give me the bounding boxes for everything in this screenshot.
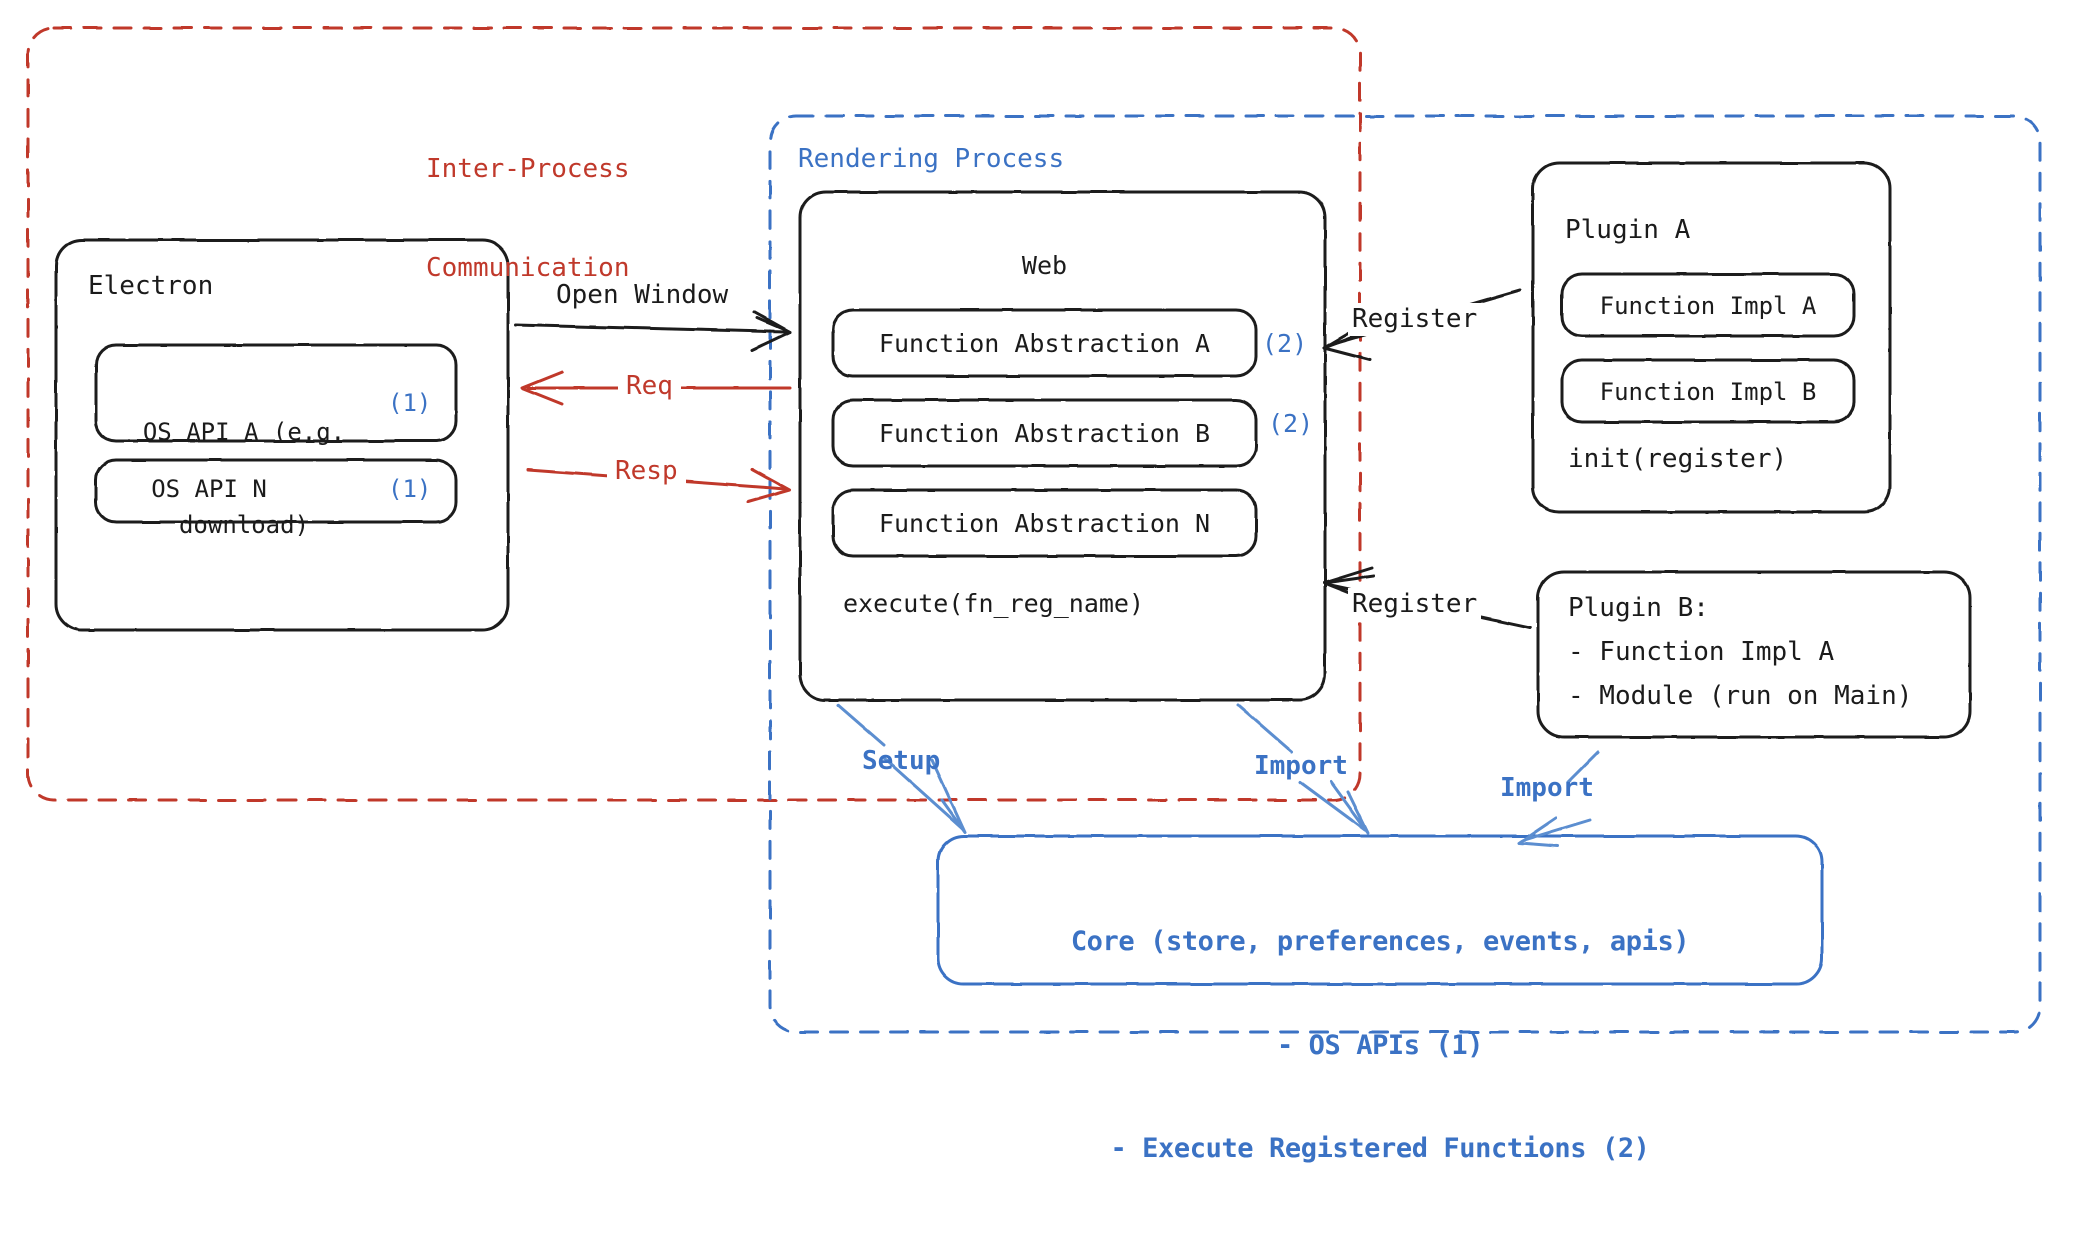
- node-fn-impl-a-label: Function Impl A: [1599, 292, 1817, 320]
- node-fn-abs-n-box: [831, 488, 1258, 558]
- node-plugin-b-title: Plugin B:: [1568, 593, 1709, 623]
- node-os-api-n-label: OS API N: [151, 475, 267, 503]
- node-plugin-b-line-1: - Function Impl A: [1568, 637, 1835, 667]
- node-fn-abs-a-label: Function Abstraction A: [878, 329, 1211, 358]
- node-fn-abs-n-label: Function Abstraction N: [878, 509, 1211, 538]
- container-rendering-process: [768, 114, 2042, 1034]
- node-plugin-b-line-2: - Module (run on Main): [1568, 681, 1913, 711]
- node-core-box: [936, 834, 1824, 986]
- diagram-canvas: Inter-Process Communication Rendering Pr…: [26, 26, 2042, 1164]
- edge-req-label: Req: [618, 370, 681, 404]
- os-api-a-line1: OS API A (e.g.: [142, 418, 346, 447]
- node-fn-impl-b-box: [1560, 358, 1856, 424]
- node-web-box: [798, 190, 1327, 702]
- edge-import-web-label: Import: [1254, 751, 1348, 781]
- edge-resp-label: Resp: [607, 455, 686, 489]
- node-electron-title: Electron: [88, 271, 214, 301]
- os-api-n-marker: (1): [388, 475, 432, 503]
- edge-setup-label: Setup: [862, 746, 941, 776]
- node-fn-abs-b-box: [831, 398, 1258, 468]
- container-ipc-label: Inter-Process Communication: [426, 86, 630, 352]
- edge-setup: [836, 703, 967, 834]
- node-plugin-b-box: [1536, 570, 1972, 739]
- node-fn-abs-a-box: [831, 308, 1258, 378]
- edge-import-plugin-b-label: Import: [1500, 773, 1594, 803]
- node-os-api-a-label: OS API A (e.g. download): [110, 356, 378, 602]
- fn-abs-b-marker: (2): [1268, 409, 1314, 438]
- edge-register-plugin-a-label: Register: [1348, 303, 1482, 337]
- os-api-a-line2: download): [178, 510, 310, 539]
- container-ipc-label-line1: Inter-Process: [426, 153, 630, 184]
- node-web-footer: execute(fn_reg_name): [843, 589, 1145, 618]
- node-fn-impl-a-box: [1560, 272, 1856, 338]
- node-os-api-n-box: [94, 458, 458, 524]
- node-plugin-a-box: [1531, 161, 1892, 514]
- node-plugin-a-footer: init(register): [1568, 444, 1788, 474]
- fn-abs-a-marker: (2): [1262, 329, 1308, 358]
- node-core-line-3: - Execute Registered Functions (2): [1110, 1133, 1650, 1165]
- node-core-label: Core (store, preferences, events, apis) …: [938, 856, 1822, 1236]
- os-api-a-marker: (1): [388, 389, 432, 417]
- edge-import-plugin-b: [1517, 750, 1600, 848]
- edge-import-web: [1236, 703, 1370, 835]
- node-core-line-1: Core (store, preferences, events, apis): [1070, 926, 1690, 958]
- container-rendering-process-label: Rendering Process: [798, 144, 1065, 174]
- container-ipc-label-line2: Communication: [426, 253, 630, 284]
- node-electron-box: [54, 238, 510, 632]
- node-fn-impl-b-label: Function Impl B: [1599, 378, 1817, 406]
- node-plugin-a-title: Plugin A: [1565, 215, 1691, 245]
- edge-register-plugin-b-label: Register: [1348, 588, 1482, 622]
- node-web-title: Web: [1021, 251, 1068, 280]
- diagram-svg: [26, 26, 2042, 1034]
- node-os-api-a-box: [94, 343, 458, 443]
- node-core-line-2: - OS APIs (1): [1276, 1029, 1484, 1061]
- edge-open-window: [514, 310, 792, 352]
- container-ipc: [26, 26, 1362, 802]
- node-fn-abs-b-label: Function Abstraction B: [878, 419, 1211, 448]
- edge-open-window-label: Open Window: [556, 280, 729, 310]
